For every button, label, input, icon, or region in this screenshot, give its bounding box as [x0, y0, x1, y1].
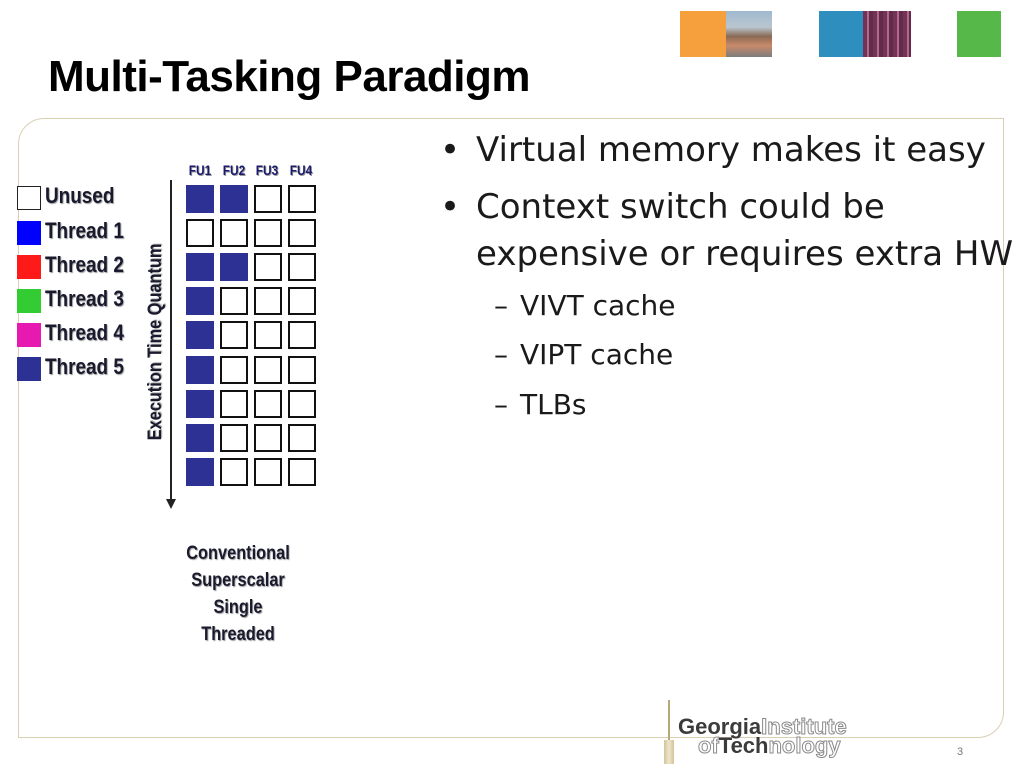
slot-unused	[254, 253, 282, 281]
bullet-text: Virtual memory makes it easy	[476, 130, 986, 170]
slot-unused	[288, 321, 316, 349]
fu-label-4: FU4	[289, 162, 313, 178]
page-number: 3	[957, 746, 964, 758]
fu-label-2: FU2	[222, 162, 246, 178]
slot-unused	[288, 185, 316, 213]
dash-icon: –	[494, 388, 508, 421]
slot-thread-5	[186, 424, 214, 452]
fu-label-1: FU1	[188, 162, 212, 178]
header-decor-circuit	[863, 11, 911, 57]
caption-line: Superscalar	[191, 570, 285, 591]
legend-label-unused: Unused	[45, 183, 115, 208]
header-decor-green	[957, 11, 1001, 57]
slot-unused	[220, 424, 248, 452]
bullet-dot-icon: •	[440, 130, 461, 170]
header-decor-blue	[819, 11, 863, 57]
logo-line-1: GeorgiaInstitute	[678, 714, 847, 739]
legend-label-thread-4: Thread 4	[45, 320, 124, 345]
legend-label-thread-3: Thread 3	[45, 286, 124, 311]
slot-thread-5	[220, 185, 248, 213]
slot-unused	[254, 458, 282, 486]
slot-unused	[288, 390, 316, 418]
slot-unused	[220, 287, 248, 315]
legend-swatch-unused	[17, 186, 41, 210]
slot-unused	[288, 219, 316, 247]
time-axis-label: Execution Time Quantum	[145, 243, 166, 441]
legend-label-thread-1: Thread 1	[45, 218, 124, 243]
slot-unused	[186, 219, 214, 247]
time-axis-line	[170, 180, 172, 500]
sub-bullet-text: TLBs	[520, 388, 587, 421]
legend-label-thread-5: Thread 5	[45, 354, 124, 379]
slot-unused	[254, 321, 282, 349]
header-decor-photo	[726, 11, 772, 57]
slot-unused	[220, 321, 248, 349]
slot-thread-5	[186, 185, 214, 213]
content-frame	[18, 118, 1004, 738]
slot-thread-5	[186, 390, 214, 418]
bullet-dot-icon: •	[440, 187, 461, 227]
slot-thread-5	[186, 321, 214, 349]
legend-label-thread-2: Thread 2	[45, 252, 124, 277]
logo-line-2: ofTechnology	[698, 733, 842, 758]
legend-swatch-thread-2	[17, 255, 41, 279]
slot-unused	[254, 219, 282, 247]
caption-line: Conventional	[186, 543, 290, 564]
slot-unused	[254, 185, 282, 213]
slot-unused	[288, 287, 316, 315]
slide-title: Multi-Tasking Paradigm	[48, 52, 531, 101]
slot-thread-5	[186, 253, 214, 281]
slot-unused	[254, 424, 282, 452]
time-axis-arrow-icon	[166, 499, 176, 509]
legend-swatch-thread-1	[17, 221, 41, 245]
slot-thread-5	[186, 458, 214, 486]
slot-thread-5	[186, 356, 214, 384]
fu-label-3: FU3	[255, 162, 279, 178]
slot-unused	[288, 424, 316, 452]
slot-unused	[220, 356, 248, 384]
diagram-caption: Conventional Superscalar Single Threaded	[163, 540, 313, 648]
sub-bullet-text: VIVT cache	[520, 289, 676, 322]
slot-unused	[288, 458, 316, 486]
header-decor-orange	[680, 11, 726, 57]
legend-swatch-thread-3	[17, 289, 41, 313]
slot-unused	[254, 390, 282, 418]
slot-thread-5	[220, 253, 248, 281]
slot-unused	[288, 356, 316, 384]
caption-line: Single	[213, 597, 263, 618]
caption-line: Threaded	[201, 624, 275, 645]
bullet-text-continued: expensive or requires extra HW	[476, 234, 1014, 274]
slot-unused	[220, 458, 248, 486]
sub-bullet-text: VIPT cache	[520, 338, 674, 371]
georgia-tech-logo: GeorgiaInstitute ofTechnology	[660, 700, 875, 764]
dash-icon: –	[494, 289, 508, 322]
legend-swatch-thread-4	[17, 323, 41, 347]
slot-unused	[220, 390, 248, 418]
slot-unused	[288, 253, 316, 281]
slot-unused	[220, 219, 248, 247]
tower-icon	[664, 700, 674, 764]
legend-swatch-thread-5	[17, 357, 41, 381]
slot-unused	[254, 287, 282, 315]
bullet-text: Context switch could be	[476, 187, 885, 227]
slot-unused	[254, 356, 282, 384]
slot-thread-5	[186, 287, 214, 315]
dash-icon: –	[494, 338, 508, 371]
